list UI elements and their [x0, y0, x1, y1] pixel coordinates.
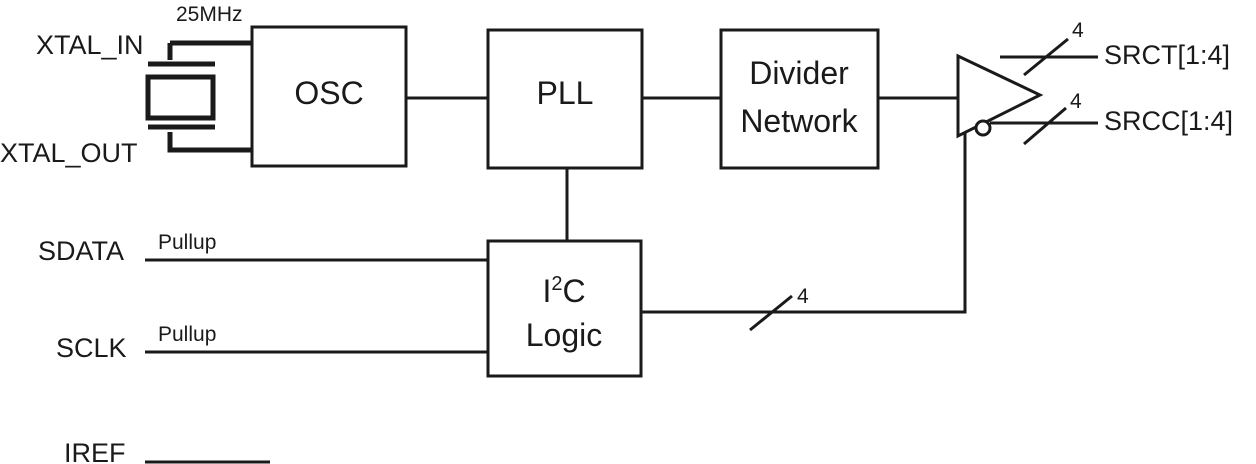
- i2c-logic-block: [486, 239, 643, 378]
- divider-network-block: [719, 28, 880, 170]
- xtal-in-label: XTAL_IN: [36, 30, 144, 60]
- iref-label: IREF: [64, 438, 126, 464]
- crystal: [145, 40, 252, 153]
- control-bus-slash: [749, 294, 793, 332]
- output-buffer-symbol: [956, 53, 1044, 139]
- srct-bus-width: 4: [1072, 19, 1084, 42]
- divider-label-line1: Divider: [749, 55, 849, 91]
- crystal-frequency-label: 25MHz: [176, 3, 243, 26]
- srcc-label: SRCC[1:4]: [1104, 106, 1233, 136]
- inverting-bubble: [974, 119, 992, 137]
- xtal-out-label: XTAL_OUT: [0, 138, 138, 168]
- pll-label: PLL: [537, 75, 594, 111]
- srct-bus-slash: [1023, 37, 1069, 77]
- i2c-label-line1: I2C: [542, 273, 585, 309]
- sdata-label: SDATA: [38, 236, 124, 266]
- srct-label: SRCT[1:4]: [1104, 40, 1230, 70]
- pll-block: [486, 28, 644, 170]
- sclk-pullup-note: Pullup: [158, 323, 216, 346]
- i2c-to-buffer-bus: [641, 132, 967, 314]
- sclk-label: SCLK: [56, 333, 127, 363]
- osc-label: OSC: [294, 75, 363, 111]
- i2c-label-line2: Logic: [526, 317, 603, 353]
- divider-label-line2: Network: [740, 103, 858, 139]
- osc-block: [250, 25, 408, 168]
- srcc-bus-slash: [1023, 106, 1067, 146]
- srcc-bus-width: 4: [1070, 90, 1082, 113]
- sdata-pullup-note: Pullup: [158, 231, 216, 254]
- control-bus-width: 4: [797, 285, 809, 308]
